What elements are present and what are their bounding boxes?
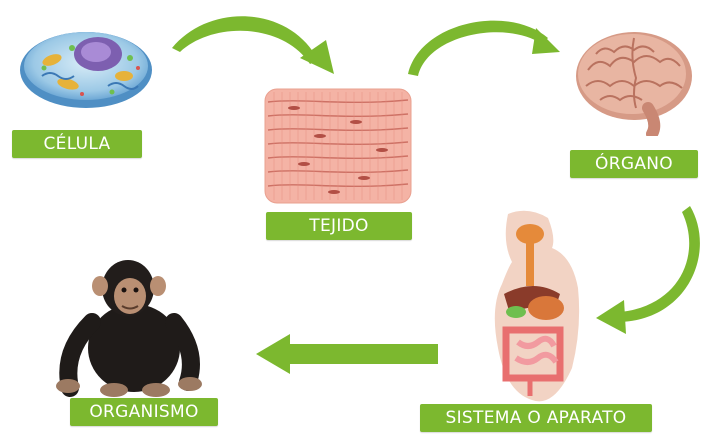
chimpanzee-icon: [56, 260, 202, 397]
arrow-sistema-to-organismo-head: [256, 334, 290, 374]
arrow-tejido-to-organo: [408, 20, 548, 76]
label-celula: CÉLULA: [12, 130, 142, 158]
brain-icon: [576, 32, 692, 136]
arrow-celula-to-tejido-head: [300, 40, 334, 74]
arrow-sistema-to-organismo-shaft: [288, 344, 438, 364]
arrow-organo-to-sistema-head: [596, 300, 626, 334]
arrow-tejido-to-organo-head: [532, 28, 560, 54]
muscle-tissue-icon: [264, 88, 412, 204]
cell-icon: [20, 32, 152, 108]
label-organismo: ORGANISMO: [70, 398, 218, 426]
label-sistema: SISTEMA O APARATO: [420, 404, 652, 432]
arrow-celula-to-tejido: [172, 16, 318, 64]
digestive-system-icon: [494, 210, 580, 402]
label-tejido: TEJIDO: [266, 212, 412, 240]
arrow-organo-to-sistema: [620, 206, 700, 322]
label-organo: ÓRGANO: [570, 150, 698, 178]
